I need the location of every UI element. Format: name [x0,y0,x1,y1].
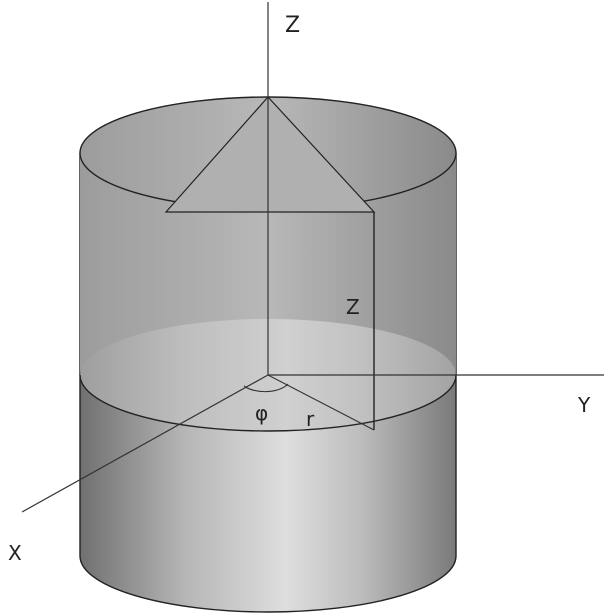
top-sector [164,96,376,213]
angle-arc [243,383,289,393]
x-axis-label: X [8,541,22,565]
section-front-edge [79,374,457,432]
angle-label: φ [255,401,268,425]
y-axis-label: Y [577,393,591,417]
radius-label: r [306,407,315,431]
x-axis-line [21,374,269,513]
z-axis-label: Z [285,13,300,38]
height-label: Z [346,295,360,319]
radius-line [267,374,375,431]
